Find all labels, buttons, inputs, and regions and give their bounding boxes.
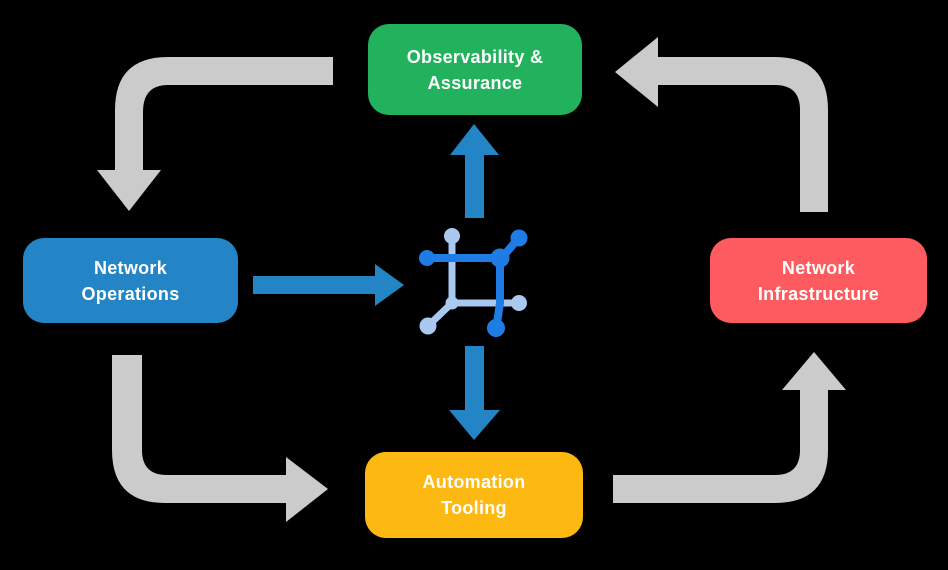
arrow-operations-to-automation — [112, 355, 328, 522]
node-network-infrastructure: Network Infrastructure — [710, 238, 927, 323]
arrow-observability-to-operations — [97, 57, 333, 211]
arrow-automation-to-infrastructure — [613, 352, 846, 503]
node-network-operations-label: Network Operations — [81, 257, 180, 304]
arrow-operations-to-center — [253, 264, 404, 306]
node-observability-assurance-label: Observability & Assurance — [406, 46, 544, 93]
arrow-infrastructure-to-observability — [615, 37, 828, 212]
node-automation-tooling-label: Automation Tooling — [422, 472, 526, 518]
network-grid-icon-light-nodes — [419, 228, 527, 335]
node-automation-tooling: Automation Tooling — [365, 452, 583, 538]
arrow-center-to-observability — [450, 124, 499, 218]
node-observability-assurance: Observability & Assurance — [368, 24, 582, 115]
arrow-center-to-automation — [449, 346, 500, 440]
network-grid-icon-dark-nodes — [419, 229, 528, 337]
node-network-infrastructure-label: Network Infrastructure — [757, 257, 880, 304]
network-grid-icon — [419, 228, 528, 337]
node-network-operations: Network Operations — [23, 238, 238, 323]
